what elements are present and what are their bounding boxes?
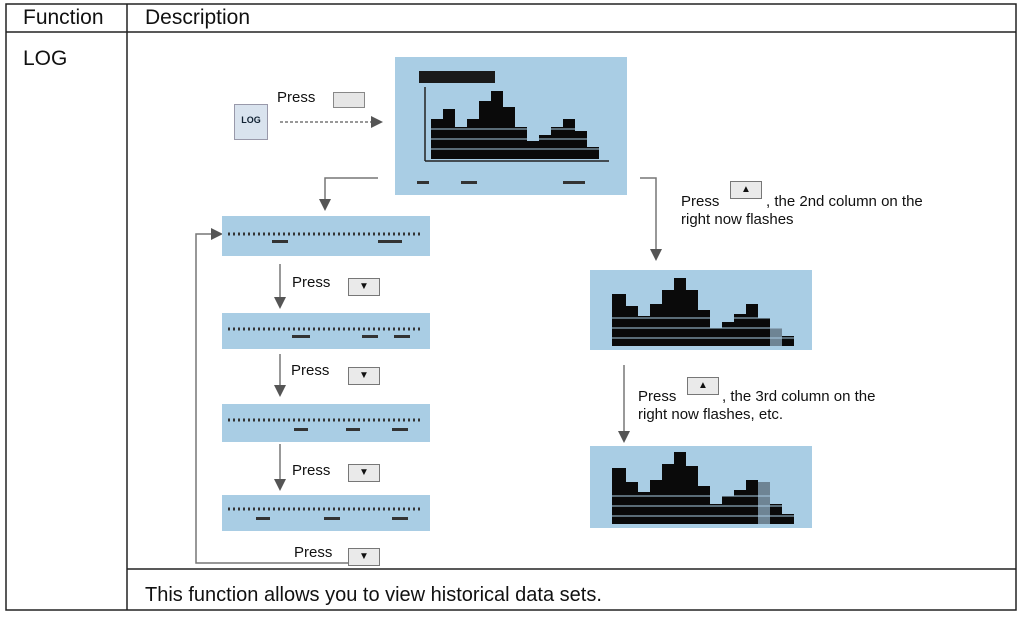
caption-2nd-column: , the 2nd column on the [766,193,923,210]
log-key-icon: LOG [234,104,268,140]
up-arrow-key-icon: ▲ [730,181,762,199]
header-description: Description [145,6,251,29]
caption-2nd-column-b: right now flashes [681,211,794,228]
press-label-3: Press [291,362,330,379]
histogram-lcd-3rd-flash [590,446,812,528]
press-label-7: Press [638,388,677,405]
time-axis-lcd-2 [222,313,430,349]
press-label-4: Press [292,462,331,479]
main-histogram [417,71,609,184]
down-arrow-key-icon: ▼ [348,464,380,482]
time-axis-lcd-3 [222,404,430,442]
press-label-1: Press [277,89,316,106]
press-label-2: Press [292,274,331,291]
caption-3rd-column: , the 3rd column on the [722,388,876,405]
time-axis-lcd-1 [222,216,430,256]
up-arrow-key-icon: ▲ [687,377,719,395]
row-function-log: LOG [23,47,68,70]
down-arrow-key-icon: ▼ [348,278,380,296]
time-axis-lcd-4 [222,495,430,531]
down-arrow-key-icon: ▼ [348,548,380,566]
press-label-6: Press [681,193,720,210]
histogram-lcd-2nd-flash [590,270,812,350]
log-key-label: LOG [241,115,261,125]
press-label-5: Press [294,544,333,561]
header-function: Function [23,6,104,29]
row-summary: This function allows you to view histori… [145,584,602,606]
caption-3rd-column-b: right now flashes, etc. [638,406,784,423]
main-lcd-display [395,57,627,195]
down-arrow-key-icon: ▼ [348,367,380,385]
hold-key-icon [333,92,365,108]
